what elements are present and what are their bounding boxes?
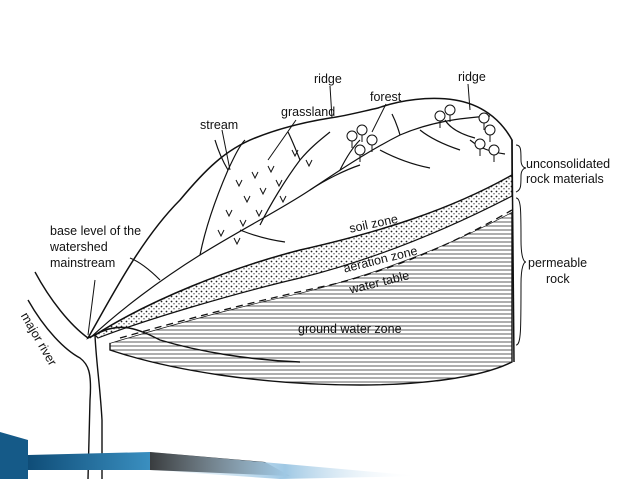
label-rock-materials: rock materials [526, 172, 604, 186]
label-grassland: grassland [281, 105, 335, 119]
label-ground-water-zone: ground water zone [298, 322, 402, 336]
label-unconsolidated: unconsolidated [526, 157, 610, 171]
bottom-light-streak [28, 452, 150, 470]
label-forest: forest [370, 90, 401, 104]
label-base-level-3: mainstream [50, 256, 115, 270]
label-base-level-1: base level of the [50, 224, 141, 238]
label-permeable: permeable [528, 256, 587, 270]
label-rock: rock [546, 272, 570, 286]
label-ridge-left: ridge [314, 72, 342, 86]
bottom-fade-streak [150, 452, 420, 479]
bottom-blue-wedge [0, 432, 28, 479]
label-stream: stream [200, 118, 238, 132]
label-base-level-2: watershed [50, 240, 108, 254]
label-ridge-right: ridge [458, 70, 486, 84]
